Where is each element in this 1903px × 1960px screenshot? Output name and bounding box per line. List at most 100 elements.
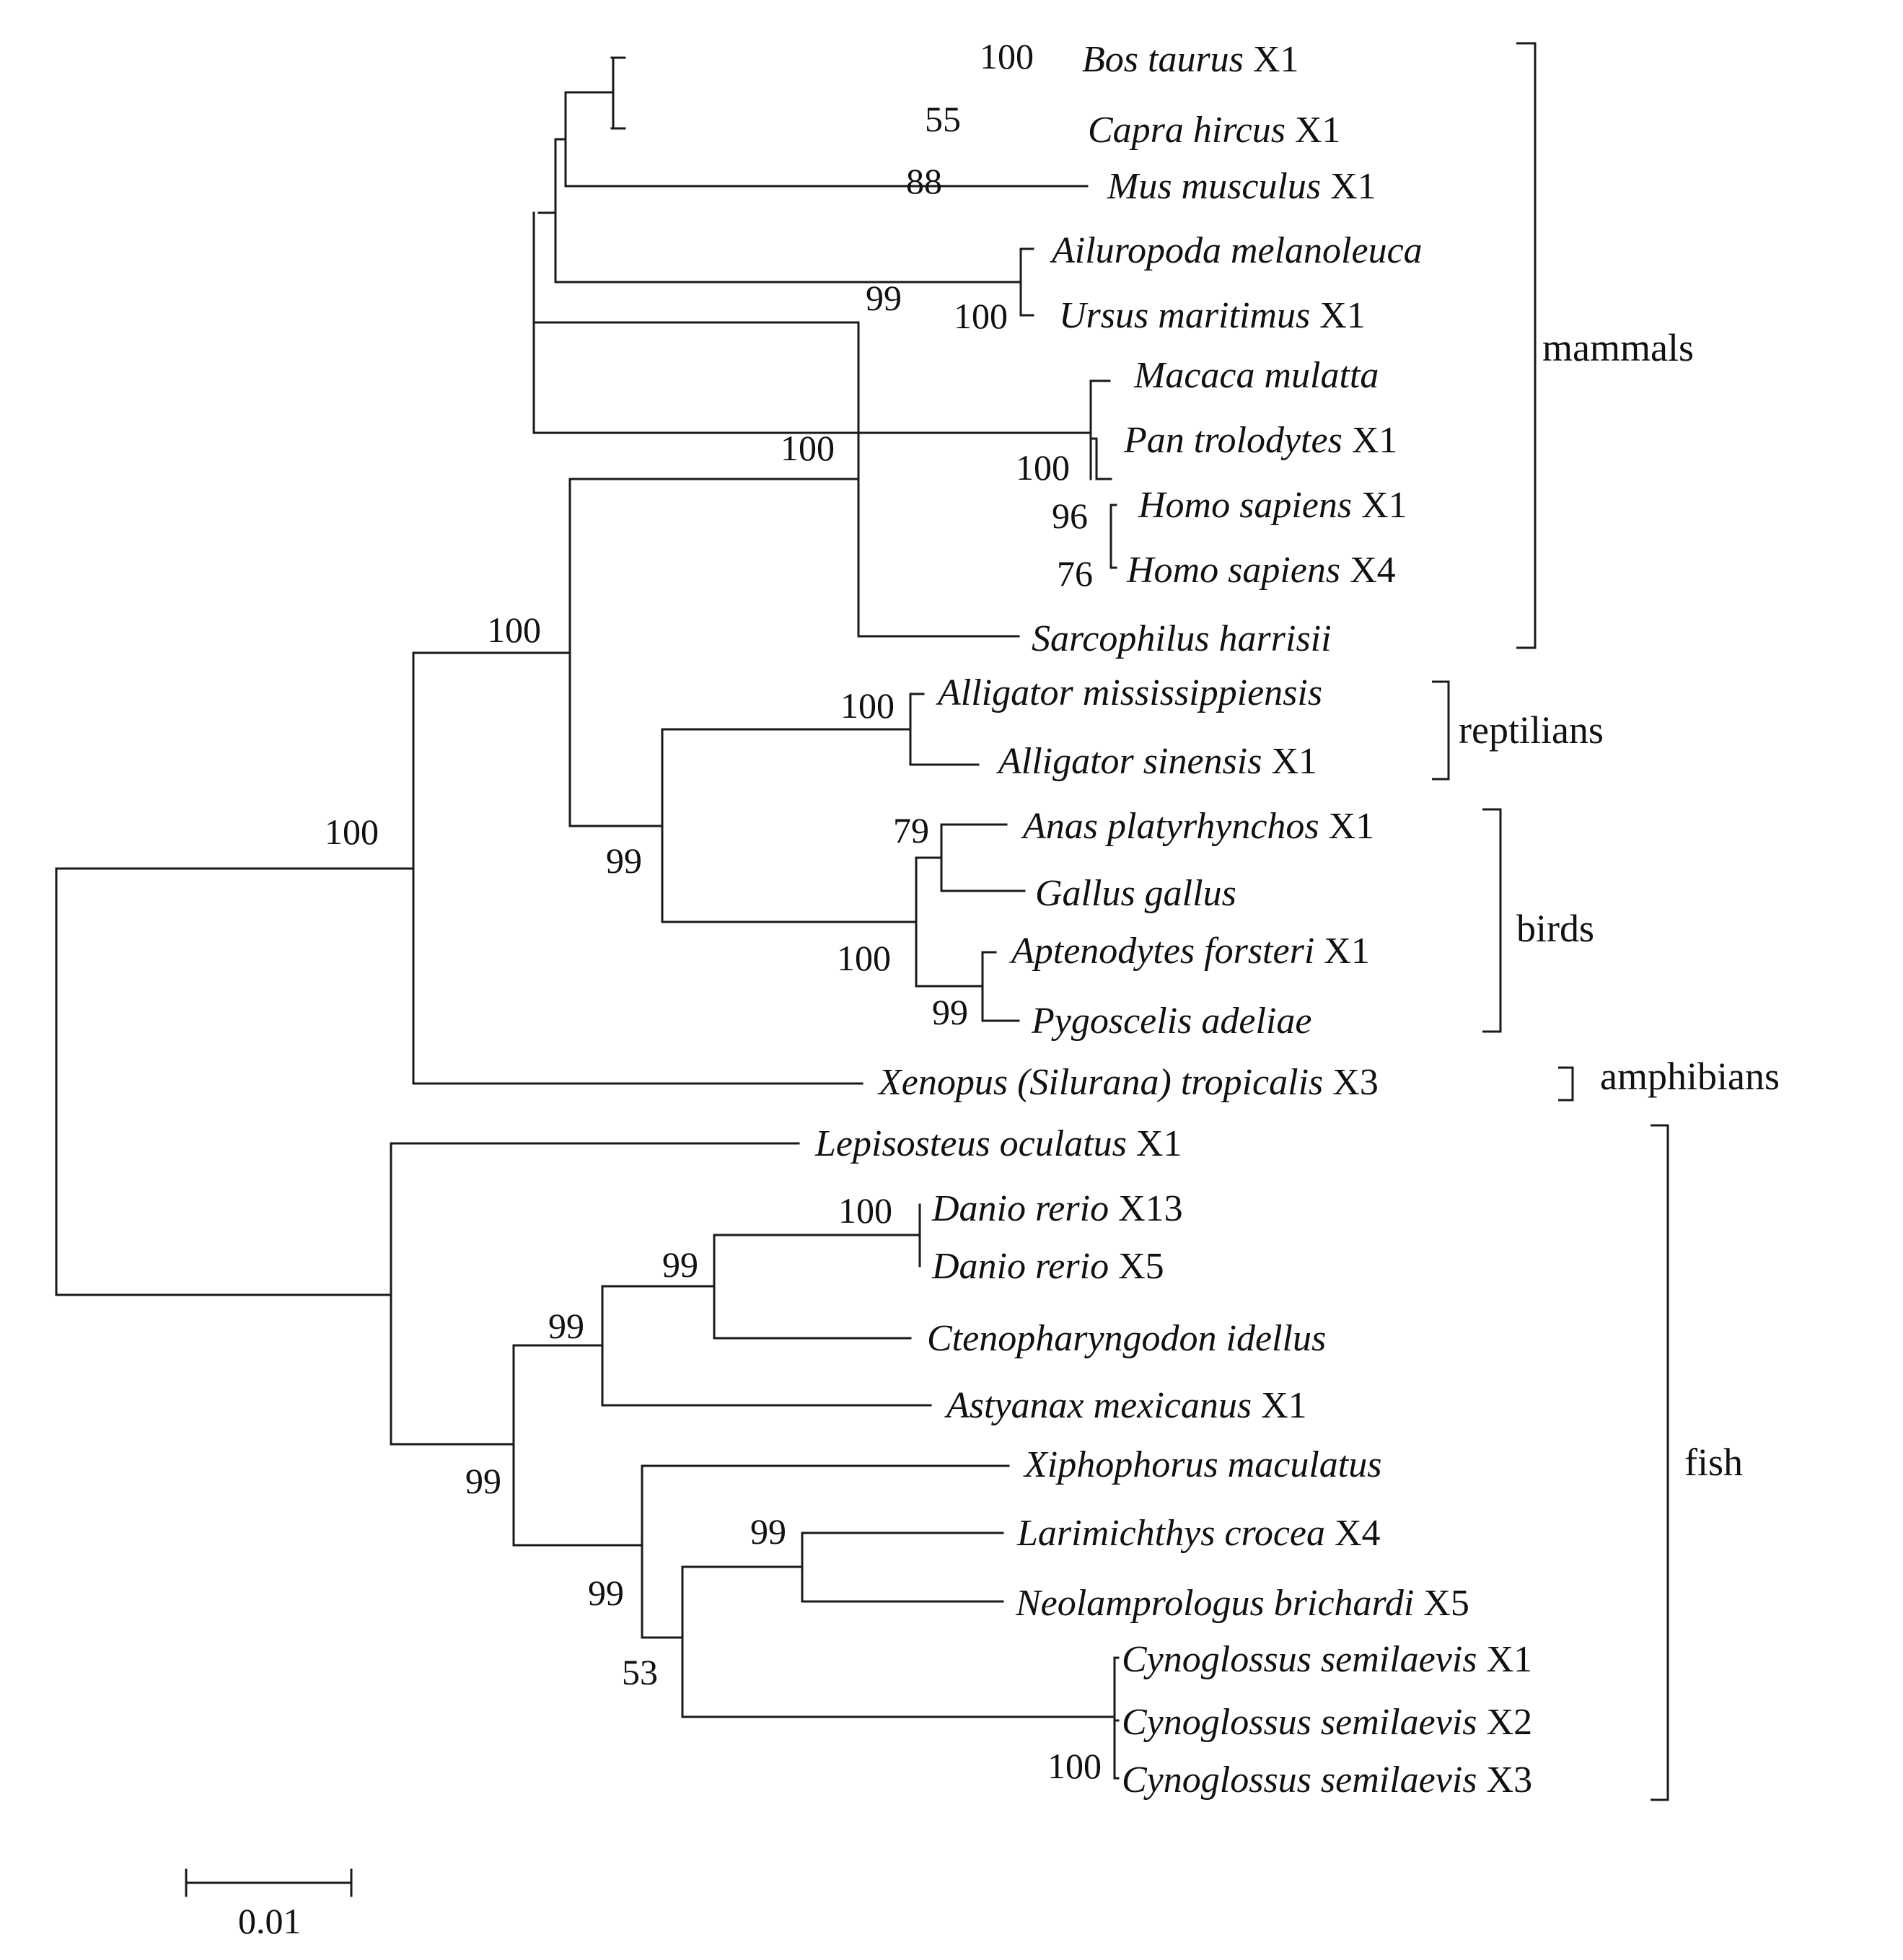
bootstrap-value: 99 [465,1461,501,1501]
bootstrap-value: 100 [954,296,1008,336]
taxon-isoform: X1 [1310,295,1366,336]
taxon-label-xeno: Xenopus (Silurana) tropicalis X3 [877,1062,1379,1103]
taxon-species-name: Sarcophilus harrisii [1032,618,1332,659]
taxon-label-pan: Pan trolodytes X1 [1123,420,1397,461]
taxon-label-sarco: Sarcophilus harrisii [1032,618,1332,659]
taxon-label-larim: Larimichthys crocea X4 [1016,1513,1381,1554]
bootstrap-value: 53 [622,1652,658,1692]
taxon-label-cyno2: Cynoglossus semilaevis X2 [1122,1702,1532,1743]
bootstrap-value: 100 [1016,447,1070,488]
taxon-species-name: Lepisosteus oculatus [814,1123,1127,1164]
taxon-isoform: X1 [1352,485,1407,526]
bootstrap-value: 100 [1047,1746,1102,1786]
taxon-label-cyno3: Cynoglossus semilaevis X3 [1122,1759,1532,1801]
taxon-isoform: X5 [1414,1583,1469,1624]
taxon-isoform: X13 [1109,1188,1183,1229]
taxon-species-name: Ursus maritimus [1059,295,1310,336]
bootstrap-value: 99 [750,1511,786,1552]
taxon-species-name: Cynoglossus semilaevis [1122,1759,1477,1801]
amphibians-label: amphibians [1600,1055,1780,1098]
scale-bar-line [185,1868,353,1897]
mammals-label: mammals [1542,326,1694,369]
bootstrap-value: 76 [1057,553,1093,594]
taxon-species-name: Homo sapiens [1126,550,1340,591]
taxon-isoform: X5 [1109,1246,1164,1287]
taxon-label-danio13: Danio rerio X13 [931,1188,1183,1229]
scale-bar-label: 0.01 [238,1901,302,1941]
taxon-label-pygo: Pygoscelis adeliae [1031,1001,1311,1042]
bootstrap-value: 99 [548,1306,584,1346]
clade-brackets: mammals reptilians birds amphibians fish [1432,42,1780,1801]
bootstrap-value: 96 [1052,496,1088,536]
taxon-label-anas: Anas platyrhynchos X1 [1021,806,1374,847]
taxon-species-name: Danio rerio [931,1246,1109,1287]
taxon-species-name: Bos taurus [1082,39,1244,80]
taxon-species-name: Alligator sinensis [996,741,1262,782]
taxon-species-name: Homo sapiens [1138,485,1352,526]
reptilians-bracket [1432,680,1450,781]
taxon-label-allsin: Alligator sinensis X1 [996,741,1317,782]
taxon-species-name: Gallus gallus [1035,873,1236,914]
taxon-label-xipho: Xiphophorus maculatus [1023,1444,1381,1485]
taxon-isoform: X3 [1477,1759,1533,1801]
taxon-species-name: Xenopus (Silurana) tropicalis [877,1062,1323,1103]
taxon-isoform: X4 [1340,550,1396,591]
reptilians-label: reptilians [1459,708,1604,752]
taxon-label-capra: Capra hircus X1 [1088,110,1341,151]
fish-label: fish [1684,1441,1743,1484]
taxon-isoform: X1 [1285,110,1341,151]
bootstrap-value: 100 [840,685,895,726]
birds-bracket [1482,808,1502,1033]
taxon-species-name: Alligator mississippiensis [936,672,1322,713]
taxon-species-name: Ailuropoda melanoleuca [1050,230,1423,271]
taxon-species-name: Danio rerio [931,1188,1109,1229]
taxon-label-neola: Neolamprologus brichardi X5 [1015,1583,1469,1624]
bootstrap-labels: 1005588100991009676100100100100997910099… [325,36,1102,1786]
taxon-label-danio5: Danio rerio X5 [931,1246,1164,1287]
taxon-species-name: Ctenopharyngodon idellus [927,1318,1326,1359]
taxon-species-name: Capra hircus [1088,110,1285,151]
taxon-species-name: Pygoscelis adeliae [1031,1001,1311,1042]
taxon-isoform: X1 [1262,741,1317,782]
taxon-label-homo4: Homo sapiens X4 [1126,550,1396,591]
taxon-isoform: X1 [1244,39,1299,80]
tree-branches [55,56,1120,1780]
bootstrap-value: 100 [781,428,835,468]
taxon-label-cteno: Ctenopharyngodon idellus [927,1318,1326,1359]
bootstrap-value: 99 [866,278,902,318]
taxon-label-bos: Bos taurus X1 [1082,39,1298,80]
amphibians-bracket [1558,1066,1574,1102]
taxon-label-cyno1: Cynoglossus semilaevis X1 [1122,1639,1532,1680]
taxon-label-lepi: Lepisosteus oculatus X1 [814,1123,1182,1164]
taxon-isoform: X4 [1325,1513,1381,1554]
bootstrap-value: 100 [837,938,891,978]
taxon-species-name: Cynoglossus semilaevis [1122,1639,1477,1680]
birds-label: birds [1516,907,1594,950]
taxon-isoform: X2 [1477,1702,1533,1743]
taxon-species-name: Pan trolodytes [1123,420,1342,461]
taxon-label-mus: Mus musculus X1 [1107,166,1376,207]
taxon-isoform: X1 [1321,166,1376,207]
taxon-isoform: X3 [1323,1062,1379,1103]
bootstrap-value: 88 [906,161,942,201]
taxon-label-homo1: Homo sapiens X1 [1138,485,1407,526]
taxon-isoform: X1 [1342,420,1398,461]
taxon-species-name: Cynoglossus semilaevis [1122,1702,1477,1743]
bootstrap-value: 100 [325,812,379,852]
taxon-species-name: Larimichthys crocea [1016,1513,1325,1554]
bootstrap-value: 99 [662,1244,698,1285]
taxon-species-name: Astyanax mexicanus [944,1385,1252,1426]
taxon-label-apten: Aptenodytes forsteri X1 [1009,931,1370,972]
taxon-isoform: X1 [1477,1639,1533,1680]
taxon-label-ursus: Ursus maritimus X1 [1059,295,1366,336]
bootstrap-value: 99 [606,840,642,881]
bootstrap-value: 100 [838,1190,892,1231]
taxon-label-gallus: Gallus gallus [1035,873,1236,914]
taxon-species-name: Neolamprologus brichardi [1015,1583,1414,1624]
taxon-species-name: Macaca mulatta [1133,355,1379,396]
taxon-species-name: Mus musculus [1107,166,1321,207]
taxon-species-name: Anas platyrhynchos [1021,806,1319,847]
bootstrap-value: 79 [893,810,929,851]
taxon-isoform: X1 [1314,931,1370,972]
